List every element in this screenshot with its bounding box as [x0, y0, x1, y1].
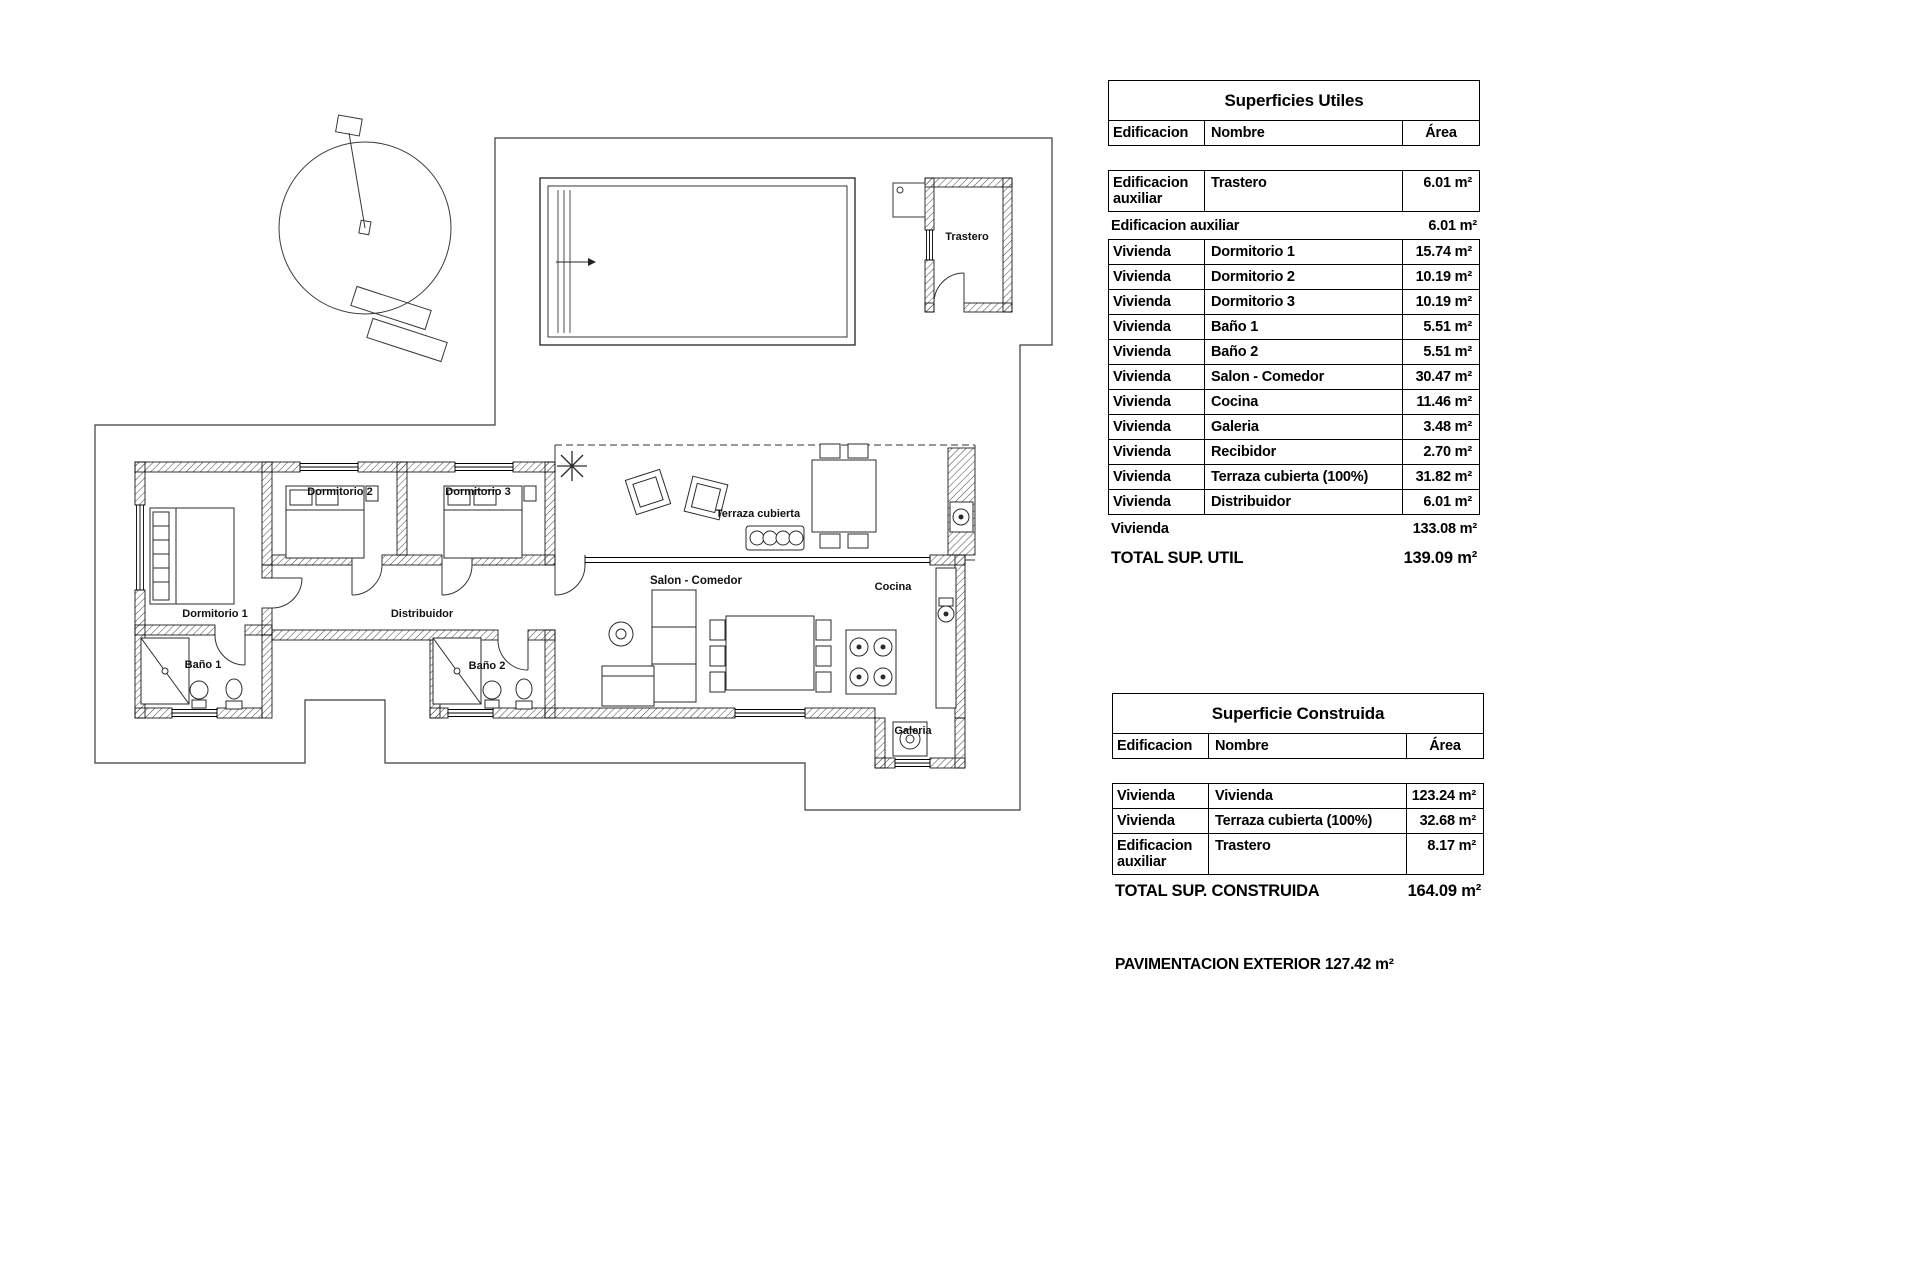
subtotal-label: Edificacion auxiliar: [1111, 218, 1240, 234]
floor-plan: Dormitorio 2 Dormitorio 3 Dormitorio 1 D…: [94, 114, 1053, 811]
window-dormitorio-3: [454, 462, 514, 472]
superficie-construida-table: Superficie Construida Edificacion Nombre…: [1112, 693, 1484, 901]
utiles-total-row: TOTAL SUP. UTIL 139.09 m²: [1108, 542, 1480, 568]
windows: [135, 462, 931, 768]
label-terraza: Terraza cubierta: [716, 508, 801, 520]
subtotal-value: 6.01 m²: [1428, 218, 1477, 234]
label-salon: Salon - Comedor: [650, 575, 743, 587]
kitchen-units: [845, 501, 974, 709]
terrace-outline: [554, 444, 976, 561]
doors: [214, 564, 586, 671]
construida-column-headers: Edificacion Nombre Área: [1113, 733, 1483, 758]
trastero-window: [925, 229, 934, 261]
utiles-column-headers: Edificacion Nombre Área: [1109, 120, 1479, 145]
subtotal-value: 133.08 m²: [1412, 521, 1478, 537]
fixtures-bano-2: [432, 637, 533, 710]
column-edificacion: Edificacion: [1113, 125, 1189, 141]
pavimentacion-note: PAVIMENTACION EXTERIOR 127.42 m²: [1115, 956, 1394, 973]
garden-circle: [278, 114, 452, 315]
room-labels: Dormitorio 2 Dormitorio 3 Dormitorio 1 D…: [182, 231, 989, 737]
plot-boundary: [94, 137, 1053, 811]
door-bano-2: [497, 639, 529, 671]
utiles-header: Superficies Utiles Edificacion Nombre Ár…: [1108, 80, 1480, 146]
subtotal-label: Vivienda: [1111, 521, 1169, 537]
bed-dormitorio-3: [443, 485, 537, 559]
window-salon: [734, 708, 806, 718]
construida-title: Superficie Construida: [1211, 704, 1385, 723]
window-dormitorio-1: [135, 504, 145, 591]
window-bano-2: [447, 708, 494, 718]
label-dormitorio-3: Dormitorio 3: [445, 486, 510, 498]
sofa-salon: [601, 589, 697, 707]
trastero-door: [933, 272, 965, 304]
fixtures-bano-1: [140, 637, 243, 710]
label-bano-2: Baño 2: [469, 660, 506, 672]
superficies-utiles-table: Superficies Utiles Edificacion Nombre Ár…: [1108, 80, 1480, 568]
total-value: 139.09 m²: [1403, 549, 1478, 567]
house-walls: [134, 447, 976, 769]
cell-nombre: Trastero: [1204, 171, 1402, 211]
terrace-glazing: [584, 555, 931, 565]
bed-dormitorio-1: [149, 507, 235, 605]
plant: [557, 451, 587, 481]
label-dormitorio-1: Dormitorio 1: [182, 608, 247, 620]
window-galeria: [894, 758, 931, 768]
cell-edificacion: Edificacion auxiliar: [1113, 175, 1189, 207]
total-label: TOTAL SUP. CONSTRUIDA: [1115, 882, 1320, 900]
label-bano-1: Baño 1: [185, 659, 222, 671]
door-dormitorio-1: [271, 577, 303, 609]
table-row: Edificacion auxiliar Trastero 6.01 m²: [1109, 171, 1479, 211]
column-area: Área: [1406, 734, 1483, 758]
construida-header: Superficie Construida Edificacion Nombre…: [1112, 693, 1484, 759]
cell-area: 6.01 m²: [1402, 171, 1479, 211]
sun-loungers: [350, 285, 448, 363]
washer-galeria: [892, 721, 928, 757]
dining-table: [709, 615, 832, 693]
pool: [539, 177, 856, 346]
door-bano-1: [214, 634, 246, 666]
door-dormitorio-3: [441, 564, 473, 596]
column-area: Área: [1402, 121, 1479, 145]
utiles-title: Superficies Utiles: [1224, 91, 1364, 110]
construida-total-row: TOTAL SUP. CONSTRUIDA 164.09 m²: [1112, 875, 1484, 901]
label-cocina: Cocina: [875, 581, 913, 593]
label-trastero: Trastero: [945, 231, 989, 243]
bed-dormitorio-2: [285, 485, 379, 559]
column-nombre: Nombre: [1208, 734, 1406, 758]
furniture: [140, 443, 974, 757]
aux-subtotal-row: Edificacion auxiliar 6.01 m²: [1108, 212, 1480, 239]
total-value: 164.09 m²: [1407, 882, 1482, 900]
terrace-furniture: [557, 443, 877, 551]
vivienda-subtotal-row: Vivienda 133.08 m²: [1108, 515, 1480, 542]
label-distribuidor: Distribuidor: [391, 608, 454, 620]
window-bano-1: [171, 708, 218, 718]
window-dormitorio-2: [299, 462, 359, 472]
total-label: TOTAL SUP. UTIL: [1111, 549, 1244, 567]
label-dormitorio-2: Dormitorio 2: [307, 486, 372, 498]
utiles-aux-box: Edificacion auxiliar Trastero 6.01 m²: [1108, 170, 1480, 212]
column-nombre: Nombre: [1204, 121, 1402, 145]
column-edificacion: Edificacion: [1117, 738, 1193, 754]
well-annex: [892, 182, 926, 218]
door-dormitorio-2: [351, 564, 383, 596]
door-entrance: [554, 564, 586, 596]
label-galeria: Galeria: [894, 725, 932, 737]
trastero-building: [892, 177, 1013, 313]
